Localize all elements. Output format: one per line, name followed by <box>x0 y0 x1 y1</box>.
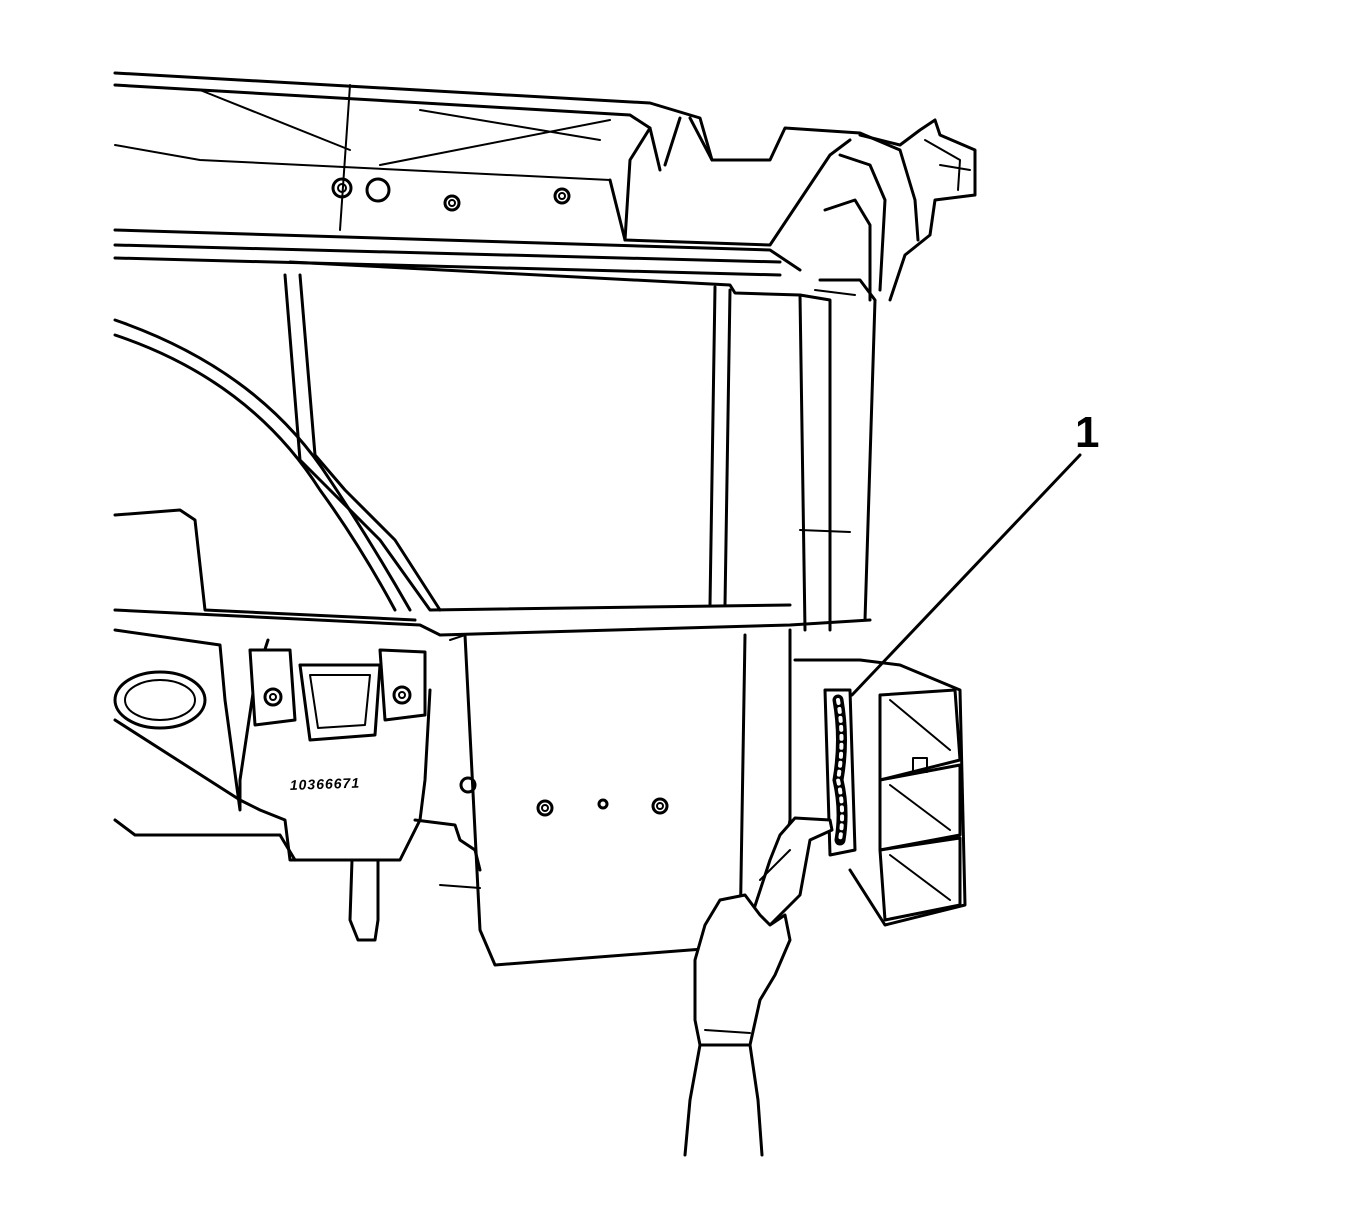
upper-housing <box>113 71 920 277</box>
callout-1: 1 <box>850 408 1099 697</box>
gloved-hand-with-applicator <box>683 816 834 1157</box>
right-duct <box>793 658 967 927</box>
callout-1-label: 1 <box>1075 408 1099 457</box>
top-right-clip <box>823 118 977 302</box>
main-housing <box>113 260 877 637</box>
callout-1-leader-line <box>850 453 1082 697</box>
part-number-stamp: 10366671 <box>290 775 361 793</box>
sealant-bead <box>832 694 848 846</box>
